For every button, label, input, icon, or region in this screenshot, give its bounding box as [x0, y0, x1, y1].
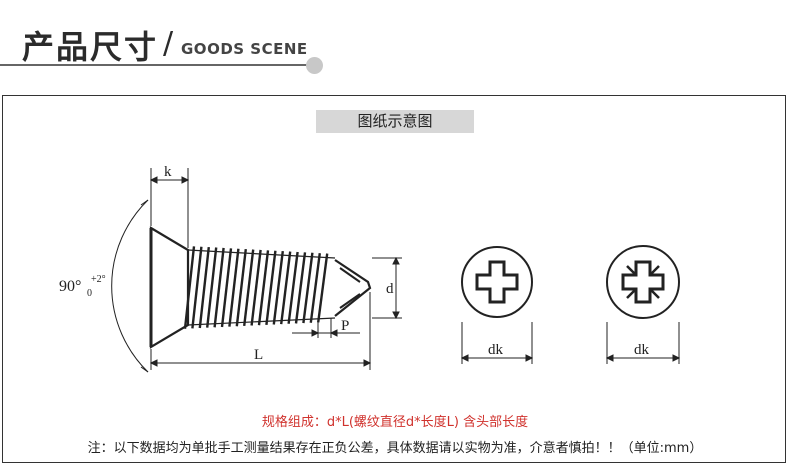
k-arrows: [149, 176, 190, 184]
shank-bottom-edge: [187, 317, 336, 326]
dim-l: L: [254, 347, 263, 363]
thread-line: [235, 249, 247, 327]
dk-right-arrows: [605, 354, 681, 362]
thread-lines: [183, 246, 329, 329]
thread-line: [317, 253, 329, 323]
thread-line: [257, 250, 270, 326]
thread-line: [213, 247, 225, 328]
head-circle-right: [606, 245, 680, 319]
head-circle-left: [461, 246, 533, 318]
tip-threads: [339, 267, 361, 309]
thread-line: [272, 251, 284, 325]
diagram-frame: [2, 95, 786, 463]
dim-angle: 90°: [59, 278, 81, 295]
dimension-lines: [111, 168, 402, 373]
page-header: 产品尺寸 / GOODS SCENE: [0, 0, 790, 92]
thread-line: [183, 246, 196, 329]
dim-dk-left: dk: [488, 342, 504, 358]
pozidriv-ticks: [626, 265, 660, 299]
dim-tol-upper: +2°: [91, 274, 106, 285]
pozidriv-recess-icon: [621, 260, 665, 304]
thread-line: [228, 248, 240, 327]
d-arrows: [392, 256, 400, 320]
thread-line: [250, 249, 262, 326]
diagram-label: 图纸示意图: [316, 110, 474, 133]
thread-line: [287, 251, 299, 324]
screw-head-outline: [149, 226, 190, 349]
screw-tip: [334, 259, 372, 317]
header-underline: [0, 64, 314, 66]
screw-side-view: [149, 226, 372, 349]
head-top-view-right: [605, 245, 681, 364]
dk-left-arrows: [460, 354, 534, 362]
thread-line: [220, 248, 233, 328]
dim-p: P: [341, 318, 349, 334]
dim-dk-right: dk: [634, 342, 650, 358]
angle-arc: [111, 199, 149, 373]
thread-line: [302, 252, 314, 324]
note-text: 注：以下数据均为单批手工测量结果存在正负公差，具体数据请以实物为准，介意者慎拍！…: [87, 441, 703, 456]
thread-line: [191, 246, 203, 329]
thread-line: [294, 252, 307, 324]
thread-line: [198, 246, 210, 329]
header-title-en: GOODS SCENE: [181, 40, 308, 58]
phillips-recess-icon: [475, 260, 519, 304]
head-top-view-left: [460, 246, 534, 364]
angle-arc-arrows: [140, 199, 149, 373]
thread-line: [309, 253, 321, 323]
spec-text: 规格组成：d*L(螺纹直径d*长度L) 含头部长度: [261, 415, 529, 430]
dim-k: k: [164, 164, 172, 180]
header-separator: /: [163, 26, 174, 61]
dim-tol-lower: 0: [87, 288, 92, 299]
p-arrows: [311, 329, 338, 337]
thread-line: [243, 249, 255, 327]
l-arrows: [149, 359, 372, 367]
header-dot: [306, 57, 323, 74]
shank-top-edge: [187, 249, 336, 259]
thread-line: [280, 251, 292, 325]
thread-line: [265, 250, 277, 325]
dim-d: d: [386, 281, 394, 297]
header-title-cn: 产品尺寸: [22, 28, 159, 66]
thread-line: [206, 247, 218, 328]
